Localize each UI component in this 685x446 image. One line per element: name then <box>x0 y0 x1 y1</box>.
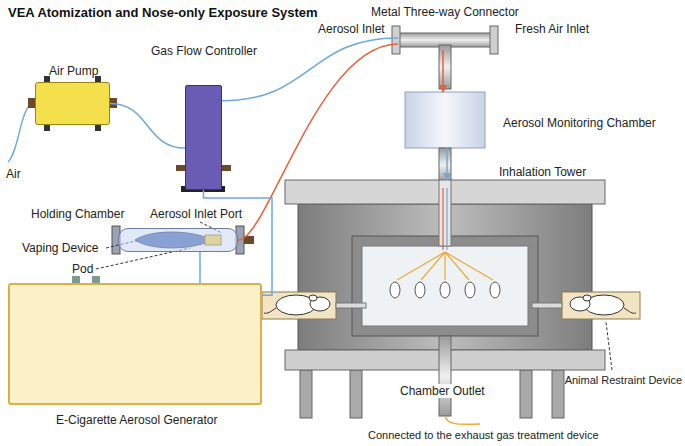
inhalation-tower-drawing-part <box>390 282 400 298</box>
restraint-tube-left-part <box>309 295 317 301</box>
node-label: Inhalation Tower <box>499 165 586 179</box>
monitoring-chamber-drawing-part <box>405 92 485 148</box>
inhalation-tower-drawing-part <box>442 188 443 250</box>
flow-controller-drawing-part <box>221 165 231 171</box>
connector-drawing-part <box>439 45 451 89</box>
inhalation-tower-drawing-part <box>415 282 425 298</box>
holding-chamber-drawing <box>112 226 254 254</box>
air-intake-line <box>8 103 35 162</box>
inhalation-tower-drawing-part <box>439 336 451 416</box>
part-label: Vaping Device <box>22 241 99 255</box>
inhalation-tower-drawing-part <box>490 282 500 298</box>
air-pump: Air Pump <box>35 82 110 125</box>
holding-chamber: Holding Chamber <box>118 228 238 252</box>
diagram-title: VEA Atomization and Nose-only Exposure S… <box>8 5 318 20</box>
node-label: Aerosol Monitoring Chamber <box>503 116 656 130</box>
restraint-tube-right-part <box>583 295 591 301</box>
monitoring-chamber-drawing <box>405 92 485 182</box>
restraint-tube-left-part <box>336 303 366 308</box>
gas-flow-controller: Gas Flow Controller <box>185 85 222 190</box>
air-pump-drawing-part <box>44 125 50 131</box>
monitoring-chamber-drawing-part <box>439 148 451 182</box>
inhalation-tower-drawing-part <box>362 246 528 326</box>
part-label: Aerosol Inlet Port <box>150 207 242 221</box>
flow-line <box>238 44 398 240</box>
flow-line <box>199 252 201 283</box>
monitoring-chamber: Aerosol Monitoring Chamber <box>405 92 485 148</box>
air-pump-drawing <box>28 76 117 131</box>
node-label: E-Cigarette Aerosol Generator <box>56 413 217 427</box>
node-label: Metal Three-way Connector <box>371 5 519 19</box>
connector-drawing-part <box>392 26 400 54</box>
inhalation-tower-drawing-part <box>446 188 447 250</box>
part-label: Air <box>6 167 21 181</box>
inhalation-tower-drawing-part <box>440 282 450 298</box>
inhalation-tower-drawing-part <box>439 180 451 246</box>
restraint-tube-right-part <box>562 292 640 319</box>
inhalation-tower-drawing-part <box>350 370 362 418</box>
flow-line <box>110 104 185 149</box>
node-label: Gas Flow Controller <box>151 44 257 58</box>
inhalation-tower-drawing-part <box>300 370 312 418</box>
flow-line <box>442 50 444 92</box>
part-label: Connected to the exhaust gas treatment d… <box>368 428 599 442</box>
restraint-tube-right <box>532 292 640 319</box>
restraint-tube-left-part <box>262 292 336 319</box>
connector-drawing-part <box>490 26 498 54</box>
restraint-tube-left-part <box>264 308 276 313</box>
inhalation-tower-drawing-part <box>445 416 480 424</box>
part-label: Aerosol Inlet <box>318 22 385 36</box>
restraint-tube-left <box>262 292 366 319</box>
part-label: Fresh Air Inlet <box>515 22 589 36</box>
inhalation-tower: Inhalation Tower <box>285 180 605 370</box>
part-label: Chamber Outlet <box>398 384 487 398</box>
restraint-tube-right-part <box>624 308 636 313</box>
inhalation-tower-drawing-part <box>352 236 538 336</box>
node-label: Holding Chamber <box>31 207 124 221</box>
part-label: Pod <box>72 262 93 276</box>
node-label: Air Pump <box>49 64 98 78</box>
inhalation-tower-drawing-part <box>397 252 493 280</box>
inhalation-tower-drawing-part <box>552 370 564 418</box>
inhalation-tower-drawing-part <box>465 282 475 298</box>
aerosol-generator: E-Cigarette Aerosol Generator <box>8 283 262 405</box>
inhalation-tower-drawing-part <box>520 370 532 418</box>
three-way-connector: Metal Three-way Connector <box>398 30 492 50</box>
restraint-tube-right-part <box>532 303 562 308</box>
connector-drawing <box>392 26 498 89</box>
flow-line <box>446 148 448 180</box>
air-intake-line-part <box>8 103 35 162</box>
air-pump-drawing-part <box>95 125 101 131</box>
leader-lines-part <box>606 322 612 370</box>
part-label: Animal Restraint Device <box>565 373 682 387</box>
